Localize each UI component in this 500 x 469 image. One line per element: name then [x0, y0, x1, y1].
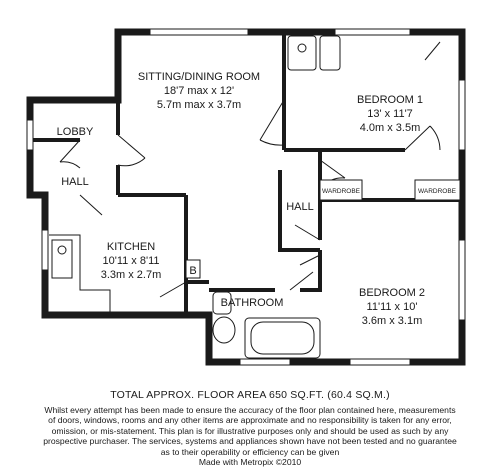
- bedroom1-name: BEDROOM 1: [357, 94, 423, 106]
- bedroom1-imperial: 13' x 11'7: [367, 108, 413, 120]
- floor-plan: SITTING/DINING ROOM 18'7 max x 12' 5.7m …: [26, 28, 466, 366]
- disclaimer-line: as to their operability or efficiency ca…: [160, 446, 340, 457]
- disclaimer-line: omission, or mis-statement. This plan is…: [51, 425, 449, 436]
- bathroom-label: BATHROOM: [221, 297, 284, 309]
- kitchen-worktop: [49, 234, 111, 312]
- sitting-room-imperial: 18'7 max x 12': [164, 85, 234, 97]
- bedroom2-name: BEDROOM 2: [359, 287, 425, 299]
- wardrobe1-label: WARDROBE: [322, 188, 361, 195]
- wardrobe-units: [319, 179, 461, 201]
- boiler-cupboard: [185, 259, 201, 279]
- kitchen-imperial: 10'11 x 8'11: [102, 255, 159, 267]
- sitting-room-metric: 5.7m max x 3.7m: [157, 99, 241, 111]
- hall-center-label: HALL: [286, 201, 314, 213]
- bedroom2-imperial: 11'11 x 10': [367, 301, 418, 313]
- disclaimer-text: Whilst every attempt has been made to en…: [0, 405, 500, 467]
- bathroom-fixtures: [212, 291, 321, 359]
- metropix-credit: Made with Metropix ©2010: [198, 457, 302, 468]
- total-floor-area: TOTAL APPROX. FLOOR AREA 650 SQ.FT. (60.…: [110, 389, 390, 401]
- basin-fixture: [287, 35, 341, 71]
- disclaimer-line: Whilst every attempt has been made to en…: [44, 405, 456, 415]
- door-swings: [59, 41, 441, 298]
- disclaimer-line: prospective purchaser. The services, sys…: [43, 436, 457, 447]
- kitchen-metric: 3.3m x 2.7m: [101, 269, 162, 281]
- kitchen-name: KITCHEN: [107, 241, 155, 253]
- hall-left-label: HALL: [61, 176, 89, 188]
- boiler-label: B: [189, 265, 196, 277]
- windows: [26, 28, 466, 366]
- bedroom1-metric: 4.0m x 3.5m: [360, 122, 421, 134]
- disclaimer-line: of doors, windows, rooms and any other i…: [48, 415, 452, 426]
- sitting-room-name: SITTING/DINING ROOM: [138, 71, 260, 83]
- lobby-label: LOBBY: [57, 126, 94, 138]
- wardrobe2-label: WARDROBE: [418, 188, 457, 195]
- bedroom2-metric: 3.6m x 3.1m: [362, 315, 423, 327]
